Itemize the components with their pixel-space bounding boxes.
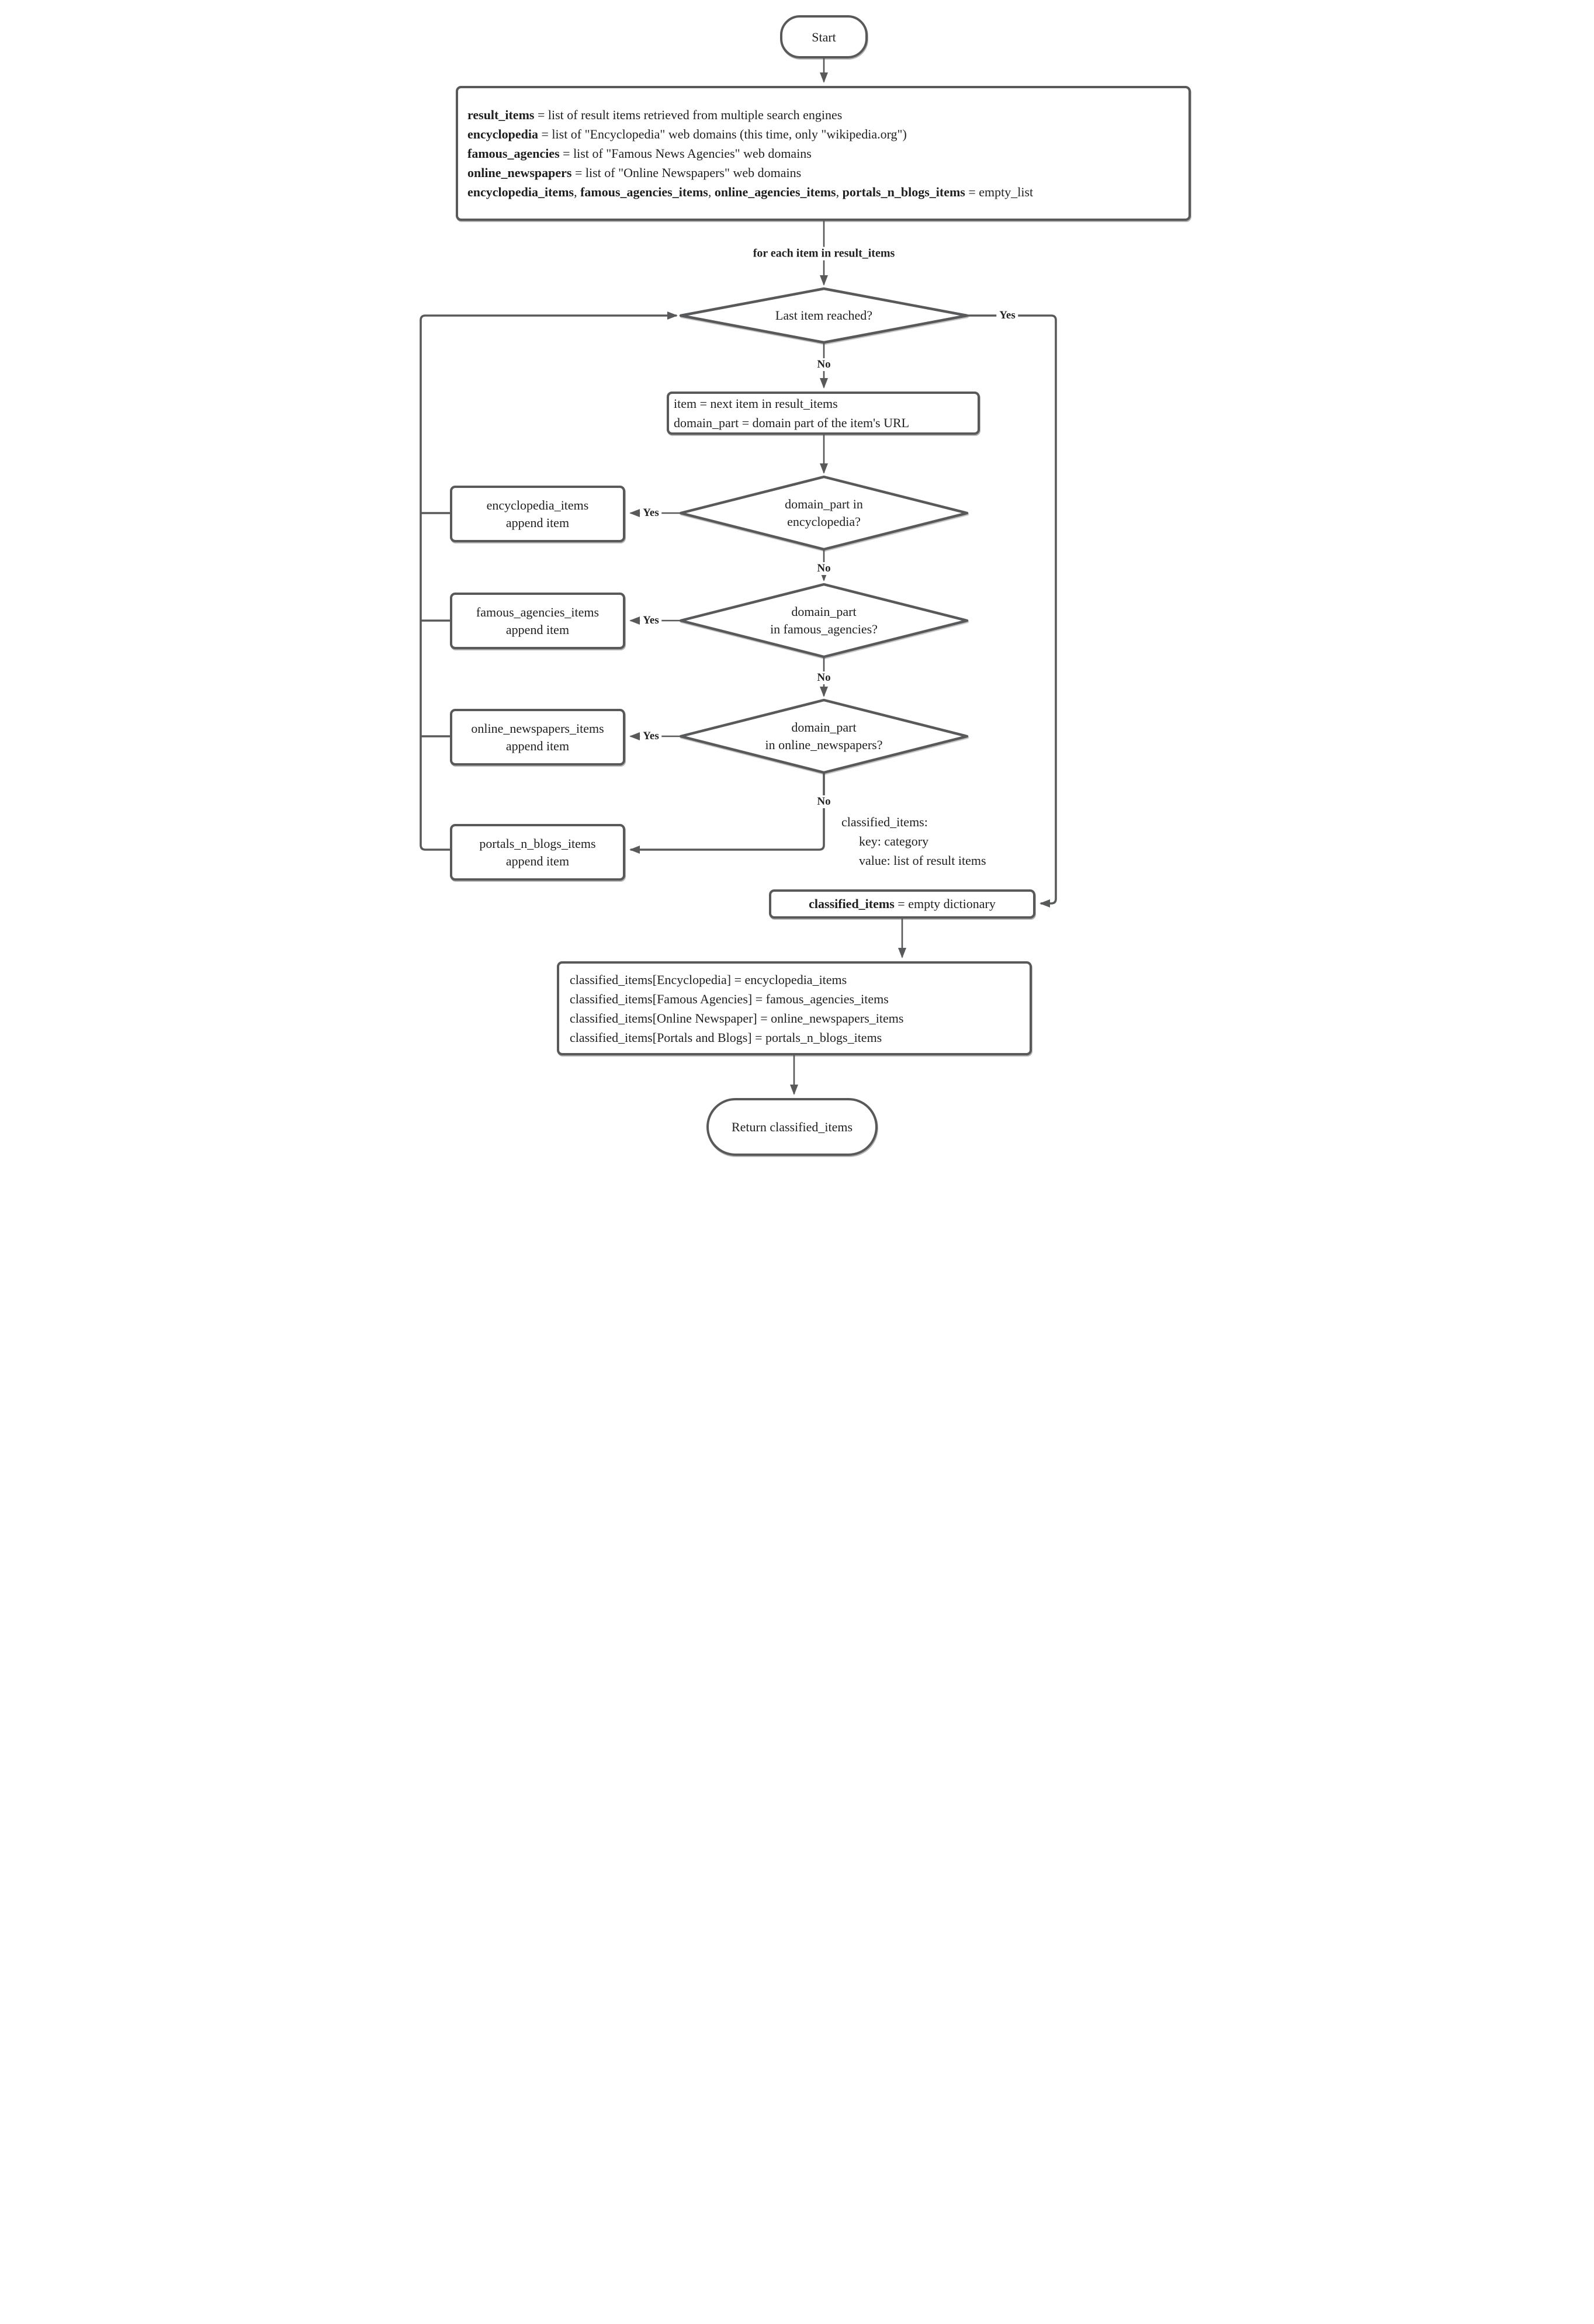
- init-dict-text: classified_items = empty dictionary: [809, 896, 996, 911]
- decision-last-item-text: Last item reached?: [775, 308, 873, 323]
- edge-label-yes-online: Yes: [640, 730, 662, 743]
- edge-no-online-to-append-portals: [629, 773, 825, 854]
- edge-yes-last-to-init-dict: [967, 314, 1057, 908]
- decision-last-item-shape: [679, 287, 969, 344]
- assign-dict-text: classified_items[Encyclopedia] = encyclo…: [570, 972, 904, 1045]
- loop-label: for each item in result_items: [750, 247, 898, 261]
- edge-loop-rail-left: [420, 311, 678, 851]
- decision-famous-agencies-shape: [679, 583, 969, 659]
- return-label: Return classified_items: [731, 1120, 853, 1134]
- decision-encyclopedia-shape: [679, 475, 969, 551]
- init-box: result_items = list of result items retr…: [456, 86, 1191, 221]
- init-box-text: result_items = list of result items retr…: [467, 108, 1034, 199]
- edge-label-no-online: No: [814, 795, 834, 808]
- edge-label-yes-encyclopedia: Yes: [640, 507, 662, 519]
- start-terminal: Start: [780, 15, 868, 58]
- connector-layer: [420, 58, 1057, 1095]
- edge-label-yes-famous: Yes: [640, 614, 662, 627]
- edge-label-no-last: No: [814, 358, 834, 371]
- edge-label-no-famous: No: [814, 671, 834, 684]
- start-label: Start: [812, 29, 836, 44]
- flowchart-canvas: Start result_items = list of result item…: [398, 0, 1196, 1162]
- edge-label-no-encyclopedia: No: [814, 562, 834, 575]
- init-dict-box: classified_items = empty dictionary: [769, 889, 1035, 919]
- decision-online-newspapers-shape: [679, 698, 969, 774]
- return-terminal: Return classified_items: [706, 1098, 878, 1156]
- edge-label-yes-last: Yes: [996, 309, 1018, 322]
- assign-dict-box: classified_items[Encyclopedia] = encyclo…: [557, 961, 1032, 1055]
